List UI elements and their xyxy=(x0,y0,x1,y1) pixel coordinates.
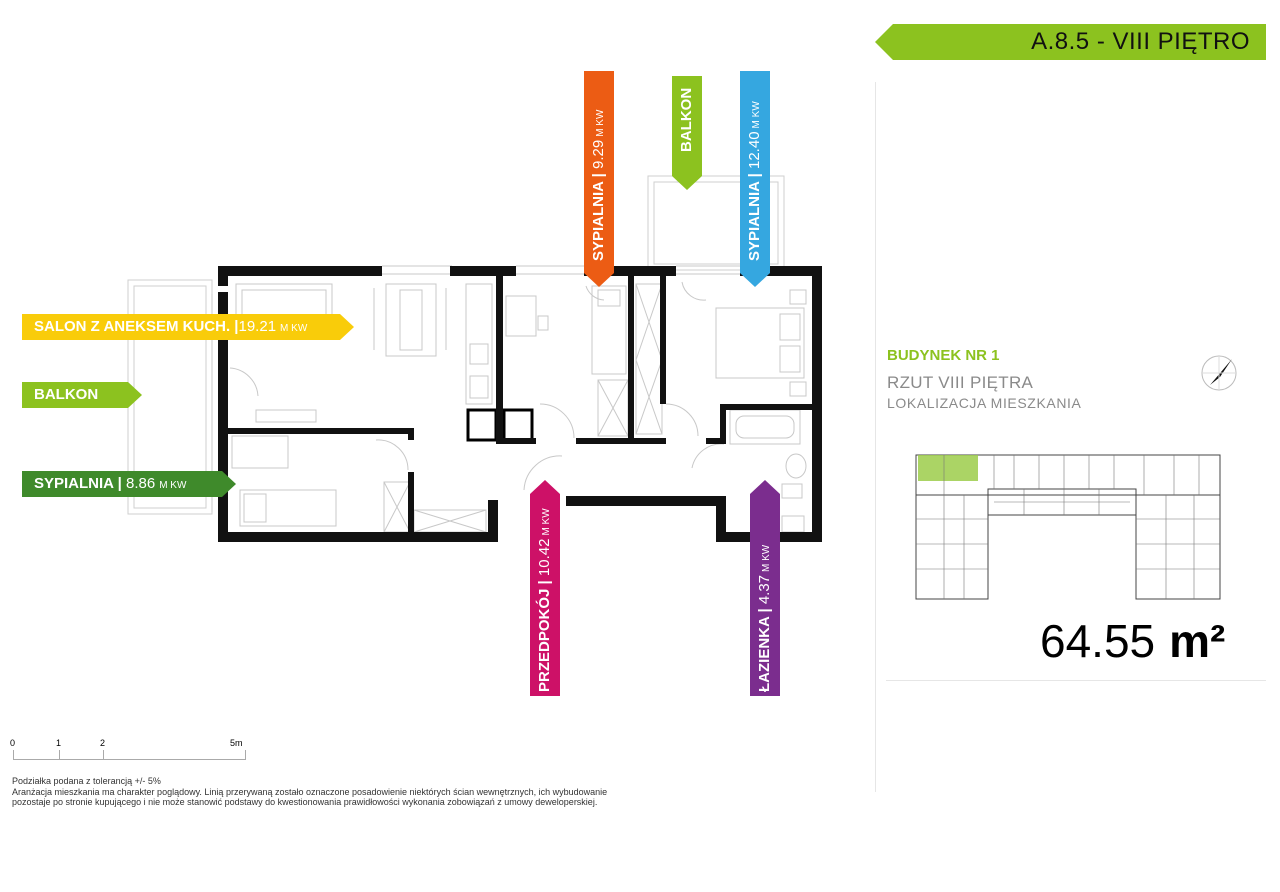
label-sypialnia-orange-name: SYPIALNIA xyxy=(590,181,607,261)
scale-label-2: 2 xyxy=(100,738,106,748)
label-balkon-left-arrow xyxy=(128,382,142,408)
label-balkon-top-shape xyxy=(672,76,702,190)
scale-label-1: 1 xyxy=(56,738,62,748)
door-swing-hall xyxy=(665,403,699,437)
walls xyxy=(218,266,822,542)
label-przedpokoj-unit: M KW xyxy=(541,508,552,536)
label-salon-name: SALON Z ANEKSEM KUCH. xyxy=(34,318,231,335)
door-swing-top-balcony xyxy=(681,281,707,301)
label-sypialnia-blue-area: 12.40 xyxy=(746,131,763,169)
mini-right-wing xyxy=(1135,494,1221,600)
label-przedpokoj-shape xyxy=(530,480,560,696)
label-lazienka-name: ŁAZIENKA xyxy=(756,616,773,692)
label-lazienka-unit: M KW xyxy=(761,544,772,572)
mini-corridor xyxy=(987,488,1137,516)
label-sypialnia-left-unit: M KW xyxy=(159,480,187,491)
door-swing-balcony xyxy=(229,367,259,397)
dining-table xyxy=(385,283,437,357)
label-przedpokoj-name: PRZEDPOKÓJ xyxy=(536,588,553,692)
label-salon-arrow xyxy=(340,314,354,340)
desk-left xyxy=(231,435,289,469)
building-location-map xyxy=(915,454,1221,600)
mini-apartment-highlight xyxy=(918,455,978,481)
toilet xyxy=(781,515,805,533)
building-name: BUDYNEK NR 1 xyxy=(887,347,1000,364)
label-sypialnia-left-area: 8.86 xyxy=(126,475,156,492)
label-sypialnia-blue: SYPIALNIA | 12.40M KW xyxy=(746,101,763,261)
bed-middle xyxy=(591,285,627,375)
scale-bar: 0 1 2 5m xyxy=(10,738,250,768)
label-salon-area: 19.21 xyxy=(238,318,277,335)
scale-label-5m: 5m xyxy=(230,738,243,748)
label-sypialnia-left-name: SYPIALNIA xyxy=(34,475,114,492)
label-lazienka-area: 4.37 xyxy=(756,574,773,605)
label-sypialnia-orange: SYPIALNIA | 9.29M KW xyxy=(590,109,607,261)
wardrobe-right xyxy=(635,283,663,435)
label-sypialnia-left-arrow xyxy=(222,471,236,497)
label-przedpokoj: PRZEDPOKÓJ | 10.42M KW xyxy=(536,508,553,692)
furniture-lines xyxy=(211,265,807,533)
door-swing-middle xyxy=(539,403,575,439)
bed-right xyxy=(715,307,805,379)
label-lazienka: ŁAZIENKA | 4.37M KW xyxy=(756,544,773,692)
tv-unit xyxy=(255,409,317,423)
mini-grid xyxy=(916,455,1220,599)
door-swing-entrance xyxy=(523,455,563,491)
label-przedpokoj-area: 10.42 xyxy=(536,538,553,577)
label-salon-unit: M KW xyxy=(280,323,308,334)
bathtub xyxy=(729,409,801,445)
note-buyer: pozostaje po stronie kupującego i nie mo… xyxy=(12,797,598,807)
total-area-unit: m² xyxy=(1169,615,1226,667)
washbasin xyxy=(785,453,807,479)
balcony-top-outline xyxy=(647,175,785,271)
balcony-top-inner xyxy=(653,181,779,265)
header-tag-shape xyxy=(875,24,1266,60)
label-sypialnia-blue-name: SYPIALNIA xyxy=(746,181,763,261)
door-swing-left-bedroom xyxy=(375,439,409,471)
total-area-value: 64.55 xyxy=(1040,615,1156,667)
disclaimer-notes: Podziałka podana z tolerancją +/- 5% Ara… xyxy=(12,776,652,808)
floor-name: RZUT VIII PIĘTRA xyxy=(887,373,1034,392)
info-divider-vertical xyxy=(875,82,876,792)
note-arrangement: Aranżacja mieszkania ma charakter pogląd… xyxy=(12,786,608,797)
floor-plan xyxy=(127,175,822,542)
mini-top-wing xyxy=(915,454,1221,496)
label-sypialnia-blue-unit: M KW xyxy=(751,101,762,129)
label-balkon-top: BALKON xyxy=(672,76,702,176)
label-balkon-top-name: BALKON xyxy=(678,87,695,152)
kitchen-counter xyxy=(465,283,493,405)
scale-label-0: 0 xyxy=(10,738,16,748)
compass-icon xyxy=(1201,355,1237,391)
desk-middle xyxy=(505,295,537,337)
location-label: LOKALIZACJA MIESZKANIA xyxy=(887,395,1082,411)
apartment-header-tag: A.8.5 - VIII PIĘTRO xyxy=(875,24,1266,60)
label-sypialnia-orange-unit: M KW xyxy=(595,109,606,137)
label-sypialnia-orange-shape xyxy=(584,71,614,287)
label-sypialnia-orange-area: 9.29 xyxy=(590,139,607,169)
label-balkon-left: BALKON xyxy=(22,382,142,408)
info-divider-horizontal xyxy=(886,680,1266,681)
bed-left xyxy=(239,489,337,527)
mini-left-wing xyxy=(915,494,989,600)
label-lazienka-shape xyxy=(750,480,780,696)
washing-machine xyxy=(781,483,803,499)
label-balkon-left-name: BALKON xyxy=(34,386,99,403)
door-swing-bath xyxy=(691,443,725,469)
apartment-title: A.8.5 - VIII PIĘTRO xyxy=(1031,28,1250,55)
note-tolerance: Podziałka podana z tolerancją +/- 5% xyxy=(12,776,161,786)
label-sypialnia-blue-shape xyxy=(740,71,770,287)
